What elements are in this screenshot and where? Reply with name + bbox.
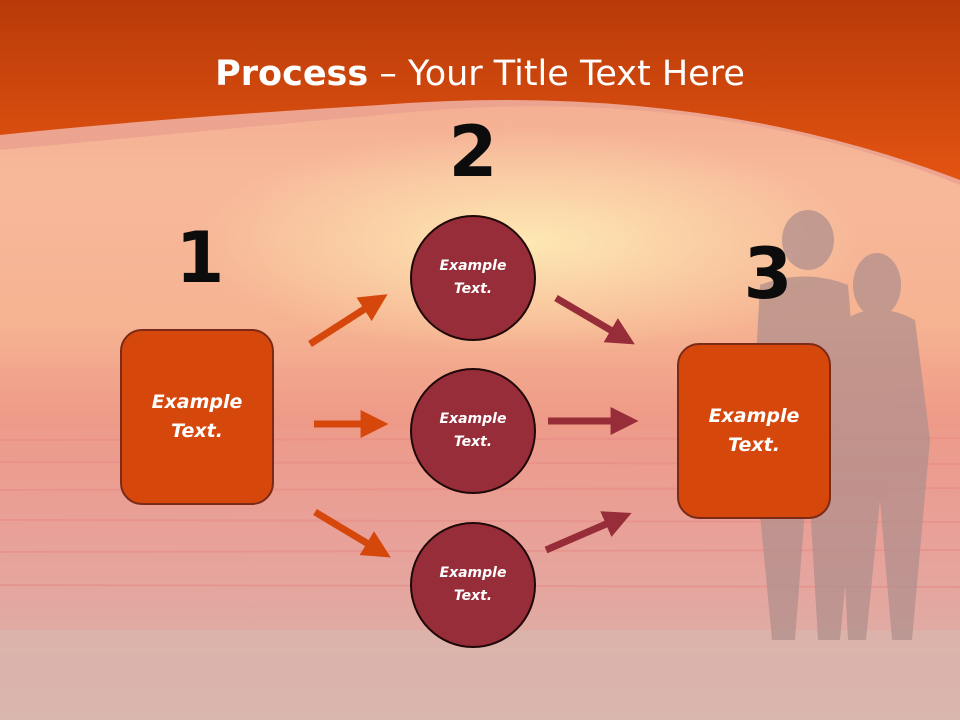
step-box-1-text: Example Text.: [151, 391, 243, 442]
step-box-1: Example Text.: [120, 329, 274, 505]
middle-node-center-text: Example Text.: [439, 411, 507, 450]
middle-node-top-text: Example Text.: [439, 258, 507, 297]
title-rest: – Your Title Text Here: [368, 54, 745, 94]
step-number-1: 1: [175, 217, 225, 299]
step-box-3: Example Text.: [677, 343, 831, 519]
middle-node-top: Example Text.: [410, 215, 536, 341]
arrow-bottom-to-3: [544, 511, 632, 554]
middle-node-center: Example Text.: [410, 368, 536, 494]
step-box-3-text: Example Text.: [708, 405, 800, 456]
title-bold: Process: [215, 54, 369, 94]
step-number-3: 3: [743, 233, 793, 315]
arrow-1-to-top: [308, 294, 388, 347]
middle-node-bottom: Example Text.: [410, 522, 536, 648]
arrow-1-to-bottom: [313, 508, 391, 558]
arrow-top-to-3: [554, 294, 635, 345]
step-number-2: 2: [448, 111, 498, 193]
slide-title: Process – Your Title Text Here: [0, 52, 960, 96]
middle-node-bottom-text: Example Text.: [439, 565, 507, 604]
